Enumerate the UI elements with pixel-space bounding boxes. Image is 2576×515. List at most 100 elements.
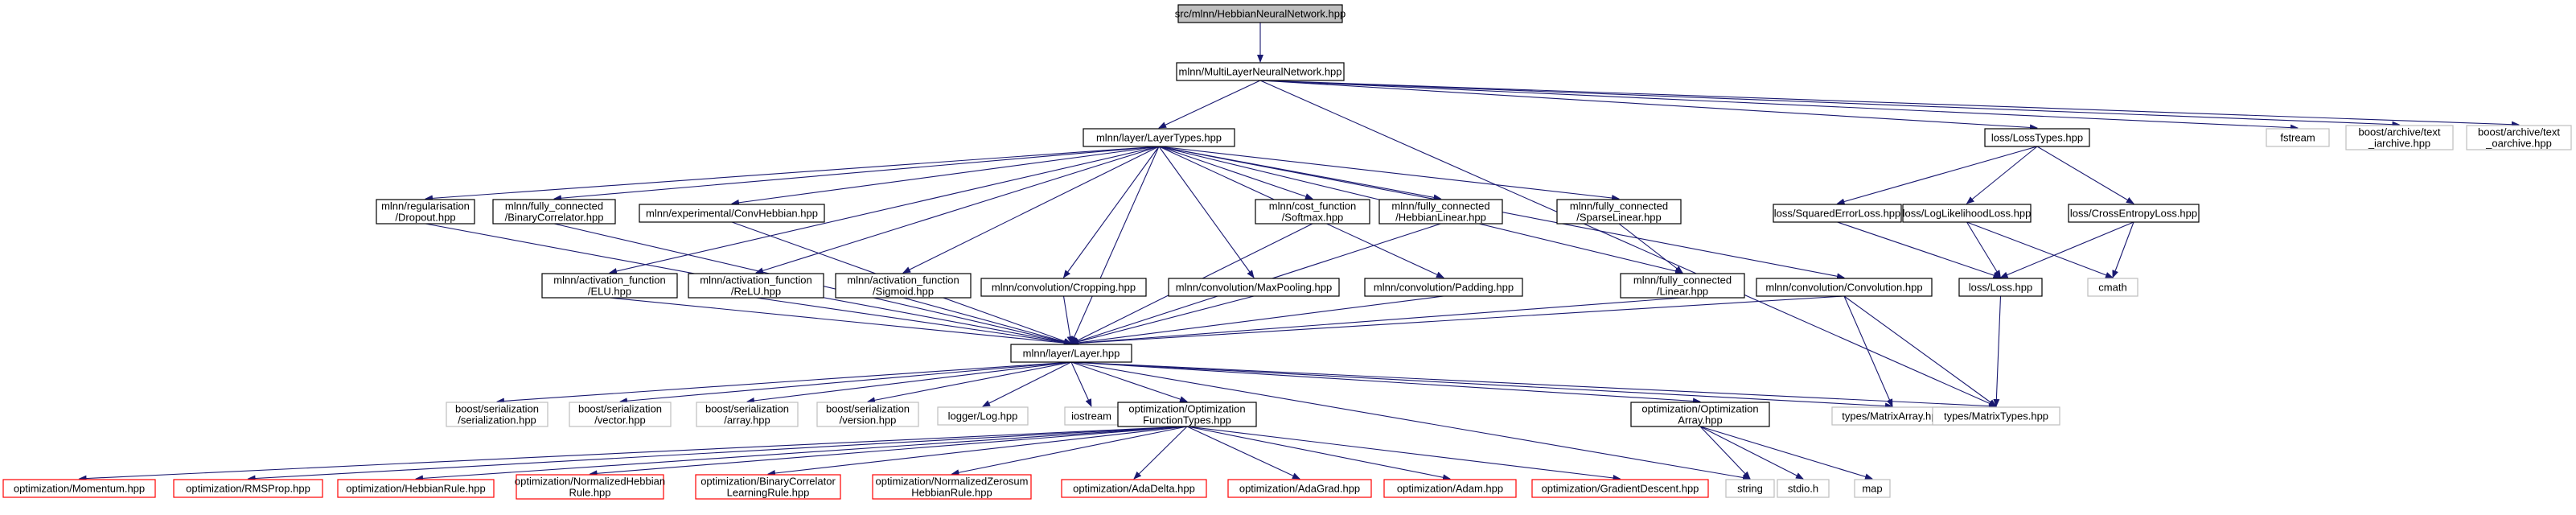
- edge-layertypes-to-maxpooling: [1158, 146, 1255, 278]
- edge-optfunctypes-to-rmsprop: [247, 426, 1188, 482]
- edge-mlnn-to-textoarchive: [1259, 80, 2520, 128]
- node-label-version-line-1: /version.hpp: [840, 414, 897, 426]
- node-convhebb[interactable]: mlnn/experimental/ConvHebbian.hpp: [639, 204, 825, 223]
- node-box-string: [1725, 479, 1775, 498]
- edge-layer-to-optarray: [1070, 361, 1701, 405]
- node-box-squarederror: [1773, 204, 1902, 223]
- node-label-linear-line-0: mlnn/fully_connected: [1633, 274, 1732, 286]
- edge-mlnn-to-losstypes: [1259, 80, 2038, 131]
- node-label-dropout-line-0: mlnn/regularisation: [381, 200, 470, 212]
- edge-layer-to-serialization: [496, 361, 1072, 405]
- edge-loss-to-matrixtypes: [1993, 295, 2002, 407]
- node-cropping[interactable]: mlnn/convolution/Cropping.hpp: [980, 278, 1147, 297]
- node-adadelta[interactable]: optimization/AdaDelta.hpp: [1061, 479, 1207, 498]
- node-label-serialization-line-1: /serialization.hpp: [458, 414, 536, 426]
- node-label-optarray-line-0: optimization/Optimization: [1641, 403, 1758, 415]
- node-label-sparselinear-line-1: /SparseLinear.hpp: [1576, 212, 1662, 224]
- node-sigmoid[interactable]: mlnn/activation_function/Sigmoid.hpp: [835, 273, 972, 299]
- node-rmsprop[interactable]: optimization/RMSProp.hpp: [173, 479, 323, 498]
- node-label-log-line-0: logger/Log.hpp: [948, 410, 1018, 422]
- node-label-hebblinear-line-0: mlnn/fully_connected: [1391, 200, 1489, 212]
- node-squarederror[interactable]: loss/SquaredErrorLoss.hpp: [1773, 204, 1902, 223]
- edge-layertypes-to-layer: [1070, 146, 1160, 344]
- node-box-layertypes: [1083, 128, 1235, 147]
- node-label-array-line-0: boost/serialization: [705, 403, 789, 415]
- edge-layertypes-to-relu: [755, 146, 1160, 274]
- node-loglik[interactable]: loss/LogLikelihoodLoss.hpp: [1902, 204, 2032, 223]
- node-linear[interactable]: mlnn/fully_connected/Linear.hpp: [1620, 273, 1745, 299]
- node-box-map: [1854, 479, 1891, 498]
- node-maxpooling[interactable]: mlnn/convolution/MaxPooling.hpp: [1168, 278, 1340, 297]
- node-label-loss-line-0: loss/Loss.hpp: [1969, 282, 2033, 294]
- node-label-version-line-0: boost/serialization: [826, 403, 910, 415]
- node-layertypes[interactable]: mlnn/layer/LayerTypes.hpp: [1083, 128, 1235, 147]
- edge-elu-to-layer: [609, 297, 1072, 347]
- edge-layertypes-to-elu: [609, 146, 1160, 274]
- edge-maxpooling-to-layer: [1070, 295, 1255, 345]
- node-label-linear-line-1: /Linear.hpp: [1657, 286, 1708, 298]
- node-softmax[interactable]: mlnn/cost_function/Softmax.hpp: [1255, 199, 1370, 225]
- node-layer[interactable]: mlnn/layer/Layer.hpp: [1010, 344, 1132, 363]
- node-root[interactable]: src/mlnn/HebbianNeuralNetwork.hpp: [1175, 4, 1346, 23]
- node-optfunctypes[interactable]: optimization/OptimizationFunctionTypes.h…: [1117, 402, 1257, 427]
- edge-layertypes-to-sigmoid: [902, 146, 1160, 274]
- node-elu[interactable]: mlnn/activation_function/ELU.hpp: [541, 273, 678, 299]
- node-convolution[interactable]: mlnn/convolution/Convolution.hpp: [1756, 278, 1933, 297]
- node-hebblinear[interactable]: mlnn/fully_connected/HebbianLinear.hpp: [1378, 199, 1503, 225]
- node-loss[interactable]: loss/Loss.hpp: [1958, 278, 2043, 297]
- node-hebbrule[interactable]: optimization/HebbianRule.hpp: [337, 479, 495, 498]
- node-binarycorr[interactable]: mlnn/fully_connected/BinaryCorrelator.hp…: [492, 199, 616, 225]
- node-relu[interactable]: mlnn/activation_function/ReLU.hpp: [688, 273, 824, 299]
- node-label-losstypes-line-0: loss/LossTypes.hpp: [1991, 132, 2083, 144]
- node-box-maxpooling: [1168, 278, 1340, 297]
- node-padding[interactable]: mlnn/convolution/Padding.hpp: [1364, 278, 1523, 297]
- edge-optfunctypes-to-normzerosum: [951, 426, 1188, 476]
- node-label-textiarchive-line-0: boost/archive/text: [2359, 126, 2441, 138]
- node-label-rmsprop-line-0: optimization/RMSProp.hpp: [186, 483, 310, 495]
- node-label-hebbrule-line-0: optimization/HebbianRule.hpp: [346, 483, 485, 495]
- edge-layertypes-to-binarycorr: [553, 146, 1160, 202]
- node-adagrad[interactable]: optimization/AdaGrad.hpp: [1227, 479, 1372, 498]
- edge-convolution-to-matrixtypes: [1843, 295, 1997, 407]
- node-label-binarycorr-line-1: /BinaryCorrelator.hpp: [505, 212, 604, 224]
- node-label-normzerosum-line-1: HebbianRule.hpp: [911, 487, 992, 499]
- node-momentum[interactable]: optimization/Momentum.hpp: [2, 479, 156, 498]
- edge-layertypes-to-cropping: [1062, 146, 1160, 278]
- node-label-hebblinear-line-1: /HebbianLinear.hpp: [1395, 212, 1486, 224]
- node-box-adagrad: [1227, 479, 1372, 498]
- node-graddesc[interactable]: optimization/GradientDescent.hpp: [1531, 479, 1709, 498]
- node-label-map-line-0: map: [1862, 483, 1882, 495]
- node-box-momentum: [2, 479, 156, 498]
- edge-cropping-to-layer: [1062, 295, 1074, 344]
- node-normzerosum[interactable]: optimization/NormalizedZerosumHebbianRul…: [872, 474, 1032, 500]
- node-crossentropy[interactable]: loss/CrossEntropyLoss.hpp: [2068, 204, 2200, 223]
- node-bincorrlearn[interactable]: optimization/BinaryCorrelatorLearningRul…: [695, 474, 841, 500]
- edges-layer: [78, 23, 2520, 482]
- node-label-vector-line-1: /vector.hpp: [594, 414, 646, 426]
- node-label-fstream-line-0: fstream: [2280, 132, 2315, 144]
- node-label-adadelta-line-0: optimization/AdaDelta.hpp: [1073, 483, 1195, 495]
- edge-crossentropy-to-cmath: [2112, 221, 2134, 278]
- node-sparselinear[interactable]: mlnn/fully_connected/SparseLinear.hpp: [1556, 199, 1682, 225]
- node-adam[interactable]: optimization/Adam.hpp: [1383, 479, 1517, 498]
- edge-layer-to-matrixarray: [1070, 361, 1893, 410]
- node-box-array: [696, 402, 799, 427]
- node-label-maxpooling-line-0: mlnn/convolution/MaxPooling.hpp: [1176, 282, 1332, 294]
- node-box-adam: [1383, 479, 1517, 498]
- node-array: boost/serialization/array.hpp: [696, 402, 799, 427]
- node-box-sparselinear: [1556, 199, 1682, 225]
- edge-layertypes-to-softmax: [1158, 146, 1313, 200]
- node-box-mlnn: [1176, 62, 1345, 81]
- node-dropout[interactable]: mlnn/regularisation/Dropout.hpp: [376, 199, 475, 225]
- edge-optfunctypes-to-momentum: [78, 426, 1188, 482]
- node-box-log: [937, 406, 1029, 426]
- node-serialization: boost/serialization/serialization.hpp: [446, 402, 548, 427]
- node-losstypes[interactable]: loss/LossTypes.hpp: [1984, 128, 2090, 147]
- node-mlnn[interactable]: mlnn/MultiLayerNeuralNetwork.hpp: [1176, 62, 1345, 81]
- node-label-normzerosum-line-0: optimization/NormalizedZerosum: [875, 476, 1028, 488]
- node-label-sigmoid-line-0: mlnn/activation_function: [847, 274, 959, 286]
- edge-optarray-to-string: [1699, 426, 1751, 480]
- edge-optfunctypes-to-hebbrule: [415, 426, 1188, 482]
